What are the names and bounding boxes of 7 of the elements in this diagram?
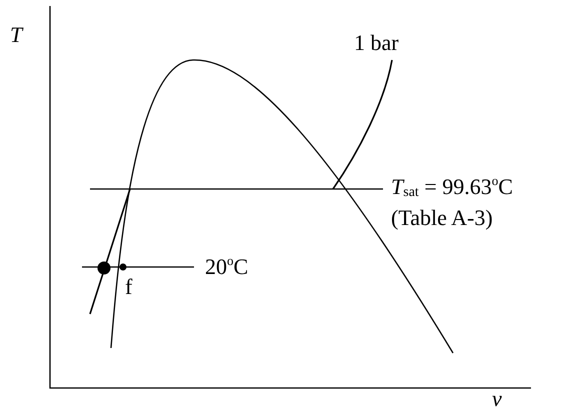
pressure-label: 1 bar (354, 30, 399, 56)
axis-label: v (492, 386, 502, 412)
table-reference: (Table A-3) (391, 205, 493, 230)
temperature-label: T$_{sat}$ = 99.63$^{o}$C (391, 174, 513, 202)
axis-label: T (10, 22, 22, 48)
state-label: f (125, 274, 132, 300)
temperature-label: 20$^{o}$C (205, 254, 248, 280)
